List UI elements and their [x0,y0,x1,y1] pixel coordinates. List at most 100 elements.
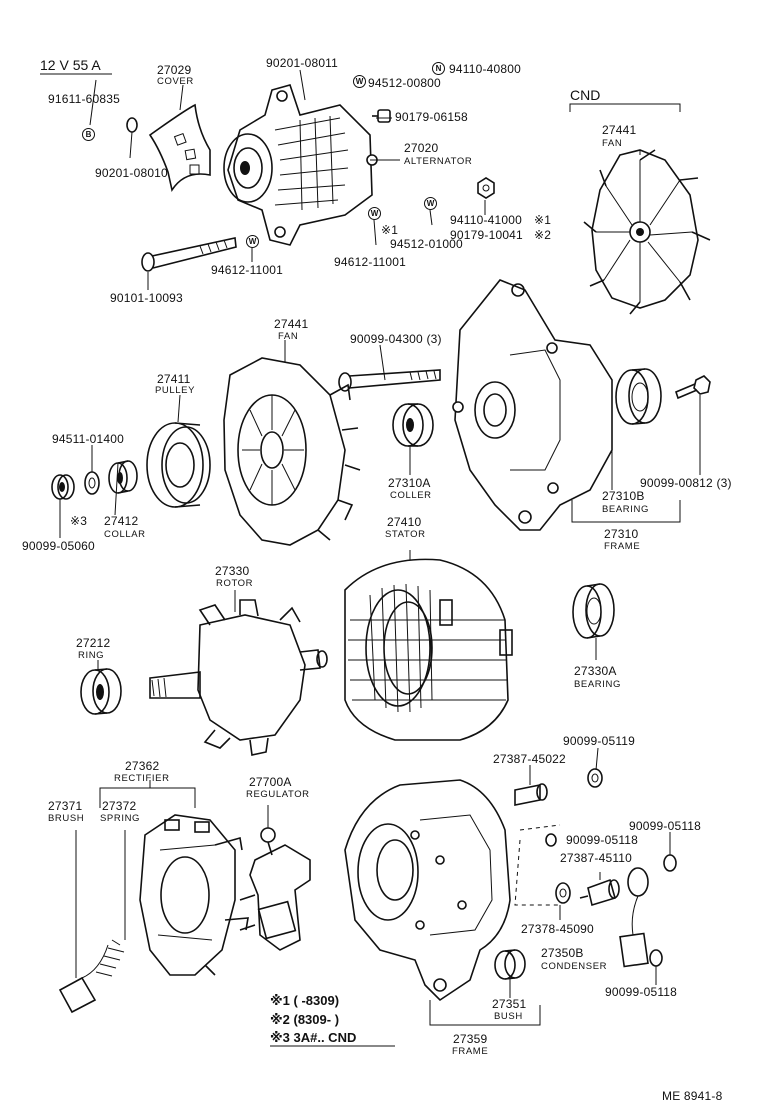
part-94612b-num: 94612-11001 [334,255,407,269]
part-90179b-num: 90179-10041 [450,228,523,242]
pulley-drawing [146,422,211,508]
washer-2-drawing [84,471,100,495]
note-3-symbol: ※3 [270,1030,290,1045]
part-94511-num: 94511-01400 [52,432,125,446]
note-3: ※3 3A#.. CND [270,1030,356,1046]
note-3-text: 3A#.. CND [293,1030,357,1045]
part-27029-name: COVER [157,76,194,87]
part-27700A-name: REGULATOR [246,789,310,800]
part-90099d-num: 90099-05119 [563,734,636,748]
part-27310B-name: BEARING [602,504,649,515]
cnd-label: CND [570,87,601,103]
part-27441b-num: 27441 [274,317,309,331]
part-27310-name: FRAME [604,541,641,552]
cover-drawing [148,84,211,193]
terminal-a-drawing [514,783,548,806]
part-90201b-num: 90201-08010 [95,166,168,180]
part-27029-num: 27029 [157,63,192,77]
cnd-fan-drawing [583,149,711,315]
part-94512b-num: 94512-01000 [390,237,463,251]
part-94110b-num: 94110-41000 [450,213,523,227]
part-90099g-num: 90099-05118 [605,985,678,999]
nut-05118-c-drawing [545,833,557,847]
nut-05119-drawing [587,768,603,788]
part-27362-num: 27362 [125,759,160,773]
part-27441b-name: FAN [278,331,299,342]
rectifier-drawing [139,814,249,976]
part-94110a-num: 94110-40800 [449,62,522,76]
nut-drawing [477,177,495,199]
part-27351-name: BUSH [494,1011,523,1022]
n-symbol: N [432,62,445,75]
nut-05118-a-drawing [663,854,677,872]
part-90101-num: 90101-10093 [110,291,183,305]
rectifier-bracket [99,787,196,808]
part-94512b-mark: ※1 [381,223,399,237]
part-27371-name: BRUSH [48,813,85,824]
part-27330A-num: 27330A [574,664,617,678]
brush-spring-drawing [58,939,125,1014]
part-94512a-num: 94512-00800 [368,76,441,90]
rear-frame-drawing [344,779,511,1002]
part-27359-num: 27359 [453,1032,488,1046]
frame-screw-drawing [675,375,711,400]
part-27020-num: 27020 [404,141,439,155]
part-90179b-mark: ※2 [534,228,552,242]
brush-leader-lines [75,830,126,978]
w-symbol: W [353,75,366,88]
part-27410-name: STATOR [385,529,426,540]
through-bolt-drawing [141,237,237,272]
note-1: ※1 ( -8309) [270,993,339,1009]
part-27441a-name: FAN [602,138,623,149]
part-27350B-num: 27350B [541,946,584,960]
part-27412-name: COLLAR [104,529,146,540]
part-27330-num: 27330 [215,564,250,578]
part-27412-num: 27412 [104,514,139,528]
part-27351-num: 27351 [492,997,527,1011]
leader-lines [59,69,701,1047]
part-91611-num: 91611-60835 [48,92,121,106]
terminal-b-drawing [579,878,620,907]
part-27020-name: ALTERNATOR [404,156,473,167]
insulator-washer-drawing [555,882,571,904]
part-94110b-mark: ※1 [534,213,552,227]
coller-drawing [392,403,434,447]
small-bolt-drawing [372,109,391,123]
part-90099a-num: 90099-04300 (3) [350,332,442,346]
part-27387b-num: 27387-45110 [560,851,633,865]
part-27310-num: 27310 [604,527,639,541]
part-94612a-num: 94612-11001 [211,263,284,277]
part-27371-num: 27371 [48,799,83,813]
note-1-text: ( -8309) [293,993,340,1008]
part-27330-name: ROTOR [216,578,254,589]
rear-bearing-drawing [572,583,615,639]
part-27700A-num: 27700A [249,775,292,789]
part-27441a-num: 27441 [602,123,637,137]
bush-drawing [494,949,526,980]
ring-drawing [80,668,122,715]
b-symbol: B [82,128,95,141]
regulator-drawing [239,827,311,951]
part-27372-name: SPRING [100,813,141,824]
part-27330A-name: BEARING [574,679,621,690]
part-90099f-num: 90099-05118 [629,819,702,833]
part-90179a-num: 90179-06158 [395,110,468,124]
part-27412-mark: ※3 [70,514,88,528]
w-symbol: W [424,197,437,210]
part-27362-name: RECTIFIER [114,773,170,784]
rear-frame-bracket [429,1000,541,1026]
condenser-drawing [619,867,649,968]
front-frame-drawing [452,279,613,531]
part-90099c-num: 90099-00812 (3) [640,476,732,490]
part-27359-name: FRAME [452,1046,489,1057]
w-symbol: W [368,207,381,220]
dashed-leader [514,824,561,906]
part-90099b-num: 90099-05060 [22,539,95,553]
part-90099e-num: 90099-05118 [566,833,639,847]
long-bolt-drawing [338,369,441,392]
w-symbol: W [246,235,259,248]
note-1-symbol: ※1 [270,993,290,1008]
front-bearing-drawing [615,368,662,425]
frame-bracket [571,500,681,523]
